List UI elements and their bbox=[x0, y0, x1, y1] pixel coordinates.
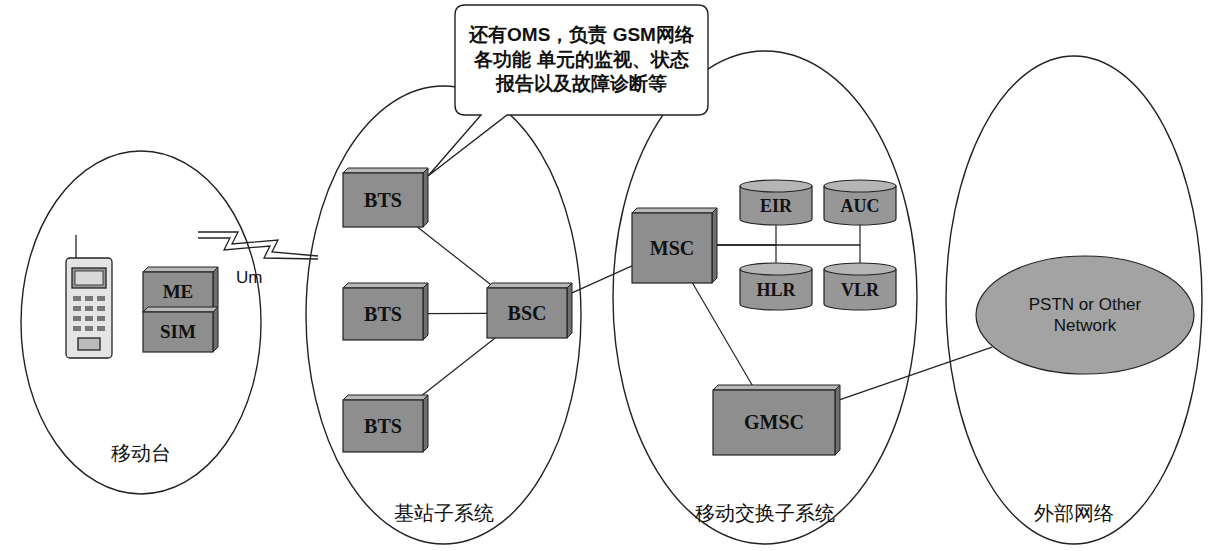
unit-label: MSC bbox=[650, 237, 694, 260]
box-front bbox=[713, 390, 835, 455]
box-top bbox=[343, 395, 428, 400]
equipment-box: SIM bbox=[143, 312, 213, 352]
equipment-box: BTS bbox=[343, 288, 423, 340]
network-ellipse-fill bbox=[976, 256, 1194, 374]
callout-outline bbox=[428, 5, 708, 176]
box-front bbox=[343, 288, 423, 340]
box-side bbox=[213, 307, 218, 352]
subsystem-label: 移动台 bbox=[111, 440, 171, 467]
box-side bbox=[213, 267, 218, 312]
network-label: PSTN or Other Network bbox=[1020, 294, 1150, 337]
subsystem-ellipse: 移动台 ME SIM bbox=[20, 150, 262, 495]
box-top bbox=[343, 283, 428, 288]
box-side bbox=[835, 385, 840, 455]
subsystem-label: 基站子系统 bbox=[394, 500, 494, 527]
callout-text: 还有OMS，负责 GSM网络各功能 单元的监视、状态 报告以及故障诊断等 bbox=[469, 23, 695, 97]
unit-label: BSC bbox=[508, 302, 547, 325]
box-side bbox=[712, 208, 717, 283]
ellipse-outline bbox=[306, 86, 581, 544]
database-cylinder: EIR bbox=[740, 180, 812, 225]
connector-line bbox=[417, 227, 495, 288]
box-front bbox=[143, 272, 213, 312]
equipment-box: BTS bbox=[343, 173, 423, 227]
database-cylinder: AUC bbox=[824, 180, 896, 225]
subsystem-ellipse: 基站子系统 BTS BTS BTS BSC bbox=[305, 85, 582, 545]
box-front bbox=[343, 400, 423, 452]
radio-link bbox=[198, 232, 318, 259]
equipment-box: GMSC bbox=[713, 390, 835, 455]
interface-label: Um bbox=[236, 268, 262, 288]
box-front bbox=[143, 312, 213, 352]
box-top bbox=[713, 385, 840, 390]
box-top bbox=[143, 267, 218, 272]
equipment-box: BSC bbox=[487, 288, 567, 338]
box-side bbox=[423, 168, 428, 227]
database-cylinder: VLR bbox=[824, 263, 896, 310]
connector-line bbox=[835, 347, 992, 401]
box-side bbox=[423, 283, 428, 340]
ellipse-outline bbox=[613, 51, 917, 544]
subsystem-label: 移动交换子系统 bbox=[695, 500, 835, 527]
box-side bbox=[423, 395, 428, 452]
cylinder-top bbox=[824, 180, 896, 192]
box-top bbox=[487, 283, 572, 288]
unit-label: BTS bbox=[364, 303, 402, 326]
box-top bbox=[632, 208, 717, 213]
box-top bbox=[343, 168, 428, 173]
mobile-handset bbox=[66, 235, 112, 358]
unit-label: BTS bbox=[364, 415, 402, 438]
unit-label: VLR bbox=[841, 280, 879, 301]
unit-label: ME bbox=[163, 281, 194, 303]
subsystem-ellipse: 移动交换子系统 MSC EIR AUC HLR VLR GMSC bbox=[612, 50, 918, 545]
unit-label: EIR bbox=[760, 196, 792, 217]
connector-line bbox=[712, 225, 776, 245]
cylinder-top bbox=[824, 263, 896, 275]
connector-line bbox=[712, 225, 860, 245]
unit-label: GMSC bbox=[744, 411, 804, 434]
connector-line bbox=[423, 313, 487, 315]
connector-line bbox=[712, 245, 776, 263]
equipment-box: BTS bbox=[343, 400, 423, 452]
cylinder-top bbox=[740, 180, 812, 192]
box-front bbox=[343, 173, 423, 227]
unit-label: AUC bbox=[841, 196, 880, 217]
unit-label: BTS bbox=[364, 189, 402, 212]
network-ellipse-outline bbox=[975, 255, 1195, 375]
ellipse-outline bbox=[21, 151, 261, 494]
database-cylinder: HLR bbox=[740, 263, 812, 310]
unit-label: HLR bbox=[756, 280, 795, 301]
equipment-box: ME bbox=[143, 272, 213, 312]
connector-line bbox=[567, 266, 632, 295]
unit-label: SIM bbox=[160, 321, 196, 343]
box-side bbox=[567, 283, 572, 338]
ellipse-outline bbox=[946, 56, 1202, 544]
box-top bbox=[143, 307, 218, 312]
equipment-box: MSC bbox=[632, 213, 712, 283]
connector-line bbox=[416, 338, 495, 400]
callout-bubble: 还有OMS，负责 GSM网络各功能 单元的监视、状态 报告以及故障诊断等 bbox=[455, 5, 708, 115]
subsystem-ellipse: 外部网络 PSTN or Other Network bbox=[945, 55, 1203, 545]
connector-line bbox=[712, 245, 860, 263]
box-front bbox=[632, 213, 712, 283]
network-ellipse: PSTN or Other Network bbox=[975, 255, 1195, 375]
cylinder-top bbox=[740, 263, 812, 275]
subsystem-label: 外部网络 bbox=[1034, 500, 1114, 527]
box-front bbox=[487, 288, 567, 338]
